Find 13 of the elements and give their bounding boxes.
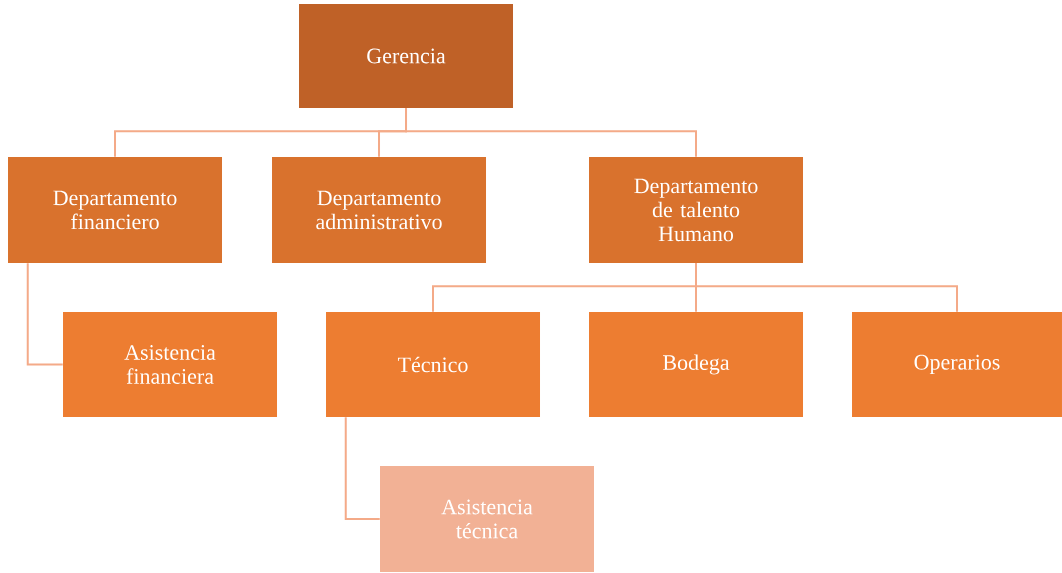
- org-box: Departamento de talento Humano: [589, 157, 803, 263]
- org-box: Departamento administrativo: [272, 157, 486, 263]
- org-box: Bodega: [589, 311, 803, 417]
- connector-line: [695, 262, 958, 313]
- org-box: Departamento financiero: [8, 157, 222, 263]
- connector-line: [405, 107, 697, 158]
- org-box: Asistencia técnica: [380, 466, 594, 572]
- org-box: Gerencia: [299, 4, 513, 108]
- connector-line: [344, 416, 381, 520]
- connector-line: [26, 262, 64, 366]
- org-box: Operarios: [852, 311, 1062, 417]
- org-box: Técnico: [326, 311, 540, 417]
- org-box: Asistencia financiera: [63, 311, 277, 417]
